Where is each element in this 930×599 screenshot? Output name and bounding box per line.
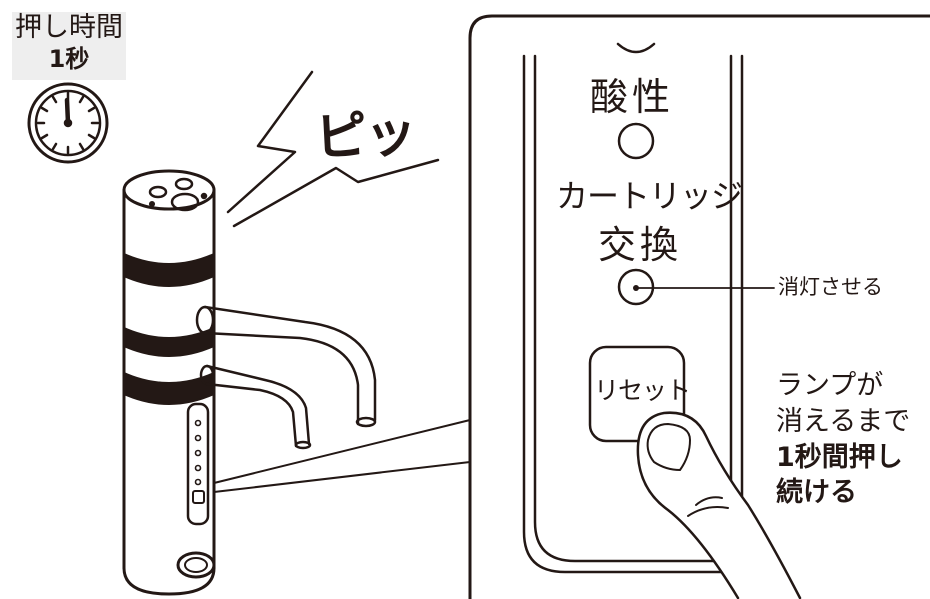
- press-time-box: [12, 12, 126, 80]
- beep-lightning-icon: [226, 70, 440, 228]
- instruction-line1: ランプが: [776, 370, 884, 401]
- zoom-callout-lines: [213, 419, 471, 493]
- finger-illustration: [636, 411, 802, 599]
- beep-sound-text: ピッ: [313, 103, 417, 169]
- cartridge-label-line2: 交換: [598, 223, 683, 267]
- zoom-panel-frame: [468, 14, 930, 599]
- lamp-off-callout: 消灯させる: [778, 275, 883, 299]
- instruction-line2: 消えるまで: [776, 406, 911, 437]
- reset-button-label: リセット: [594, 376, 691, 405]
- clock-icon: [27, 82, 109, 164]
- instruction-line3: 1秒間押し: [776, 442, 903, 473]
- cartridge-label-line1: カートリッジ: [556, 177, 743, 215]
- press-time-value: 1秒: [48, 45, 90, 73]
- press-time-label: 押し時間: [15, 12, 123, 43]
- faucet-illustration: [122, 169, 377, 596]
- instruction-line4: 続ける: [776, 477, 857, 508]
- acid-lamp-label: 酸性: [590, 75, 675, 119]
